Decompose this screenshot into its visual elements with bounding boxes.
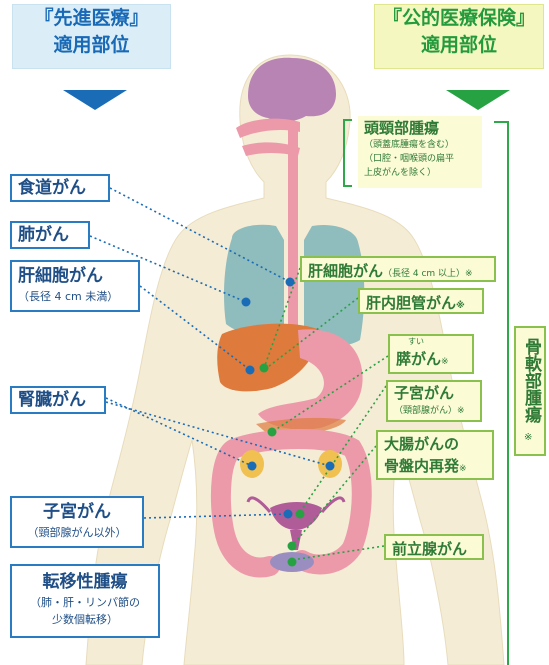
dot-kidney-right: [325, 461, 335, 471]
liver-insurance-title: 肝細胞がん: [308, 262, 384, 280]
liver-insurance-note: （長径 4 cm 以上）※: [383, 269, 473, 279]
headneck-note-3: 上皮がんを除く）: [364, 168, 437, 178]
label-uterus-insurance: 子宮がん （頸部腺がん）※: [386, 380, 482, 422]
uterus-insurance-note: （頸部腺がん）※: [394, 406, 465, 416]
colon-mark: ※: [459, 464, 467, 474]
label-uterus-advanced: 子宮がん （頸部腺がん以外）: [10, 496, 144, 548]
insurance-header: 『公的医療保険』 適用部位: [374, 4, 544, 69]
liver-advanced-note: （長径 4 cm 未満）: [18, 290, 119, 303]
pancreas-mark: ※: [441, 357, 449, 367]
dot-kidney-left: [247, 461, 257, 471]
label-liver-advanced: 肝細胞がん （長径 4 cm 未満）: [10, 260, 140, 312]
uterus-insurance-title: 子宮がん: [394, 384, 455, 402]
headneck-bracket: [343, 119, 352, 187]
label-bileduct: 肝内胆管がん※: [358, 288, 484, 314]
dot-esophagus: [285, 277, 295, 287]
blue-down-arrow-icon: [63, 90, 127, 110]
brain: [248, 57, 336, 122]
label-colon: 大腸がんの 骨盤内再発※: [376, 430, 494, 480]
pancreas-title: 膵がん: [396, 350, 442, 368]
label-lung: 肺がん: [10, 221, 90, 249]
stomach: [258, 329, 363, 430]
oral-cavity: [242, 142, 300, 156]
dot-r-colon: [287, 541, 297, 551]
insurance-dots: [259, 363, 305, 567]
label-prostate: 前立腺がん: [384, 534, 484, 560]
dot-r-prostate: [287, 557, 297, 567]
leader-r-prostate: [291, 545, 385, 561]
leader-esophagus: [109, 187, 291, 283]
label-headneck: 頭頸部腫瘍 （頭蓋底腫瘍を含む） （口腔・咽喉頭の扁平 上皮がんを除く）: [358, 116, 482, 188]
leader-r-uterus: [299, 385, 387, 513]
uterus-advanced-note: （頸部腺がん以外）: [27, 526, 127, 539]
advanced-medical-header: 『先進医療』 適用部位: [12, 4, 171, 69]
dot-r-liver: [259, 363, 269, 373]
dot-uterus: [283, 509, 293, 519]
label-metastasis: 転移性腫瘍 （肺・肝・リンパ節の 少数個転移）: [10, 564, 160, 638]
bone-mark: ※: [524, 432, 533, 443]
bileduct-title: 肝内胆管がん: [366, 294, 457, 312]
leader-uterus: [143, 513, 291, 519]
colon-line-2: 骨盤内再発: [384, 457, 460, 475]
metastasis-note-1: （肺・肝・リンパ節の: [30, 596, 140, 609]
label-kidney: 腎臓がん: [10, 386, 106, 414]
pancreas-ruby: すい: [408, 337, 424, 346]
liver: [217, 323, 320, 392]
esophagus: [288, 124, 298, 350]
headneck-note-1: （頭蓋底腫瘍を含む）: [364, 140, 455, 150]
right-lung: [304, 224, 365, 346]
leader-r-colon: [291, 445, 377, 547]
headneck-note-2: （口腔・咽喉頭の扁平: [364, 154, 455, 164]
advanced-dots: [241, 277, 335, 519]
leader-kidney-b: [105, 401, 331, 467]
leader-lung: [89, 235, 247, 303]
uterus-advanced-title: 子宮がん: [43, 502, 111, 522]
liver-advanced-title: 肝細胞がん: [18, 266, 103, 286]
insurance-title: 『公的医療保険』: [382, 7, 535, 29]
colon-line-1: 大腸がんの: [384, 435, 460, 453]
bone-bracket: [494, 121, 509, 665]
label-esophagus: 食道がん: [10, 174, 110, 202]
green-down-arrow-icon: [446, 90, 510, 110]
left-lung: [224, 224, 284, 335]
dot-liver: [245, 365, 255, 375]
label-liver-insurance: 肝細胞がん（長径 4 cm 以上）※: [300, 256, 496, 282]
label-bone: [514, 326, 546, 456]
bone-vertical-text: 骨軟部腫瘍: [521, 337, 541, 423]
advanced-leader-lines: [89, 187, 331, 519]
bileduct-mark: ※: [456, 301, 465, 311]
insurance-leader-lines: [263, 267, 389, 561]
nasal-cavity: [236, 118, 300, 138]
fallopian-tubes: [246, 496, 346, 513]
metastasis-title: 転移性腫瘍: [42, 572, 128, 592]
dot-r-uterus: [295, 509, 305, 519]
dot-r-pancreas: [267, 427, 277, 437]
advanced-medical-subtitle: 適用部位: [53, 34, 130, 56]
insurance-subtitle: 適用部位: [420, 34, 497, 56]
leader-r-pancreas: [271, 355, 389, 433]
advanced-medical-title: 『先進医療』: [34, 7, 149, 29]
leader-liver: [139, 285, 251, 371]
dot-lung: [241, 297, 251, 307]
label-pancreas: すい 膵がん※: [388, 334, 474, 374]
metastasis-note-2: 少数個転移）: [52, 613, 118, 626]
large-intestine: [210, 429, 372, 578]
headneck-title: 頭頸部腫瘍: [364, 119, 440, 137]
